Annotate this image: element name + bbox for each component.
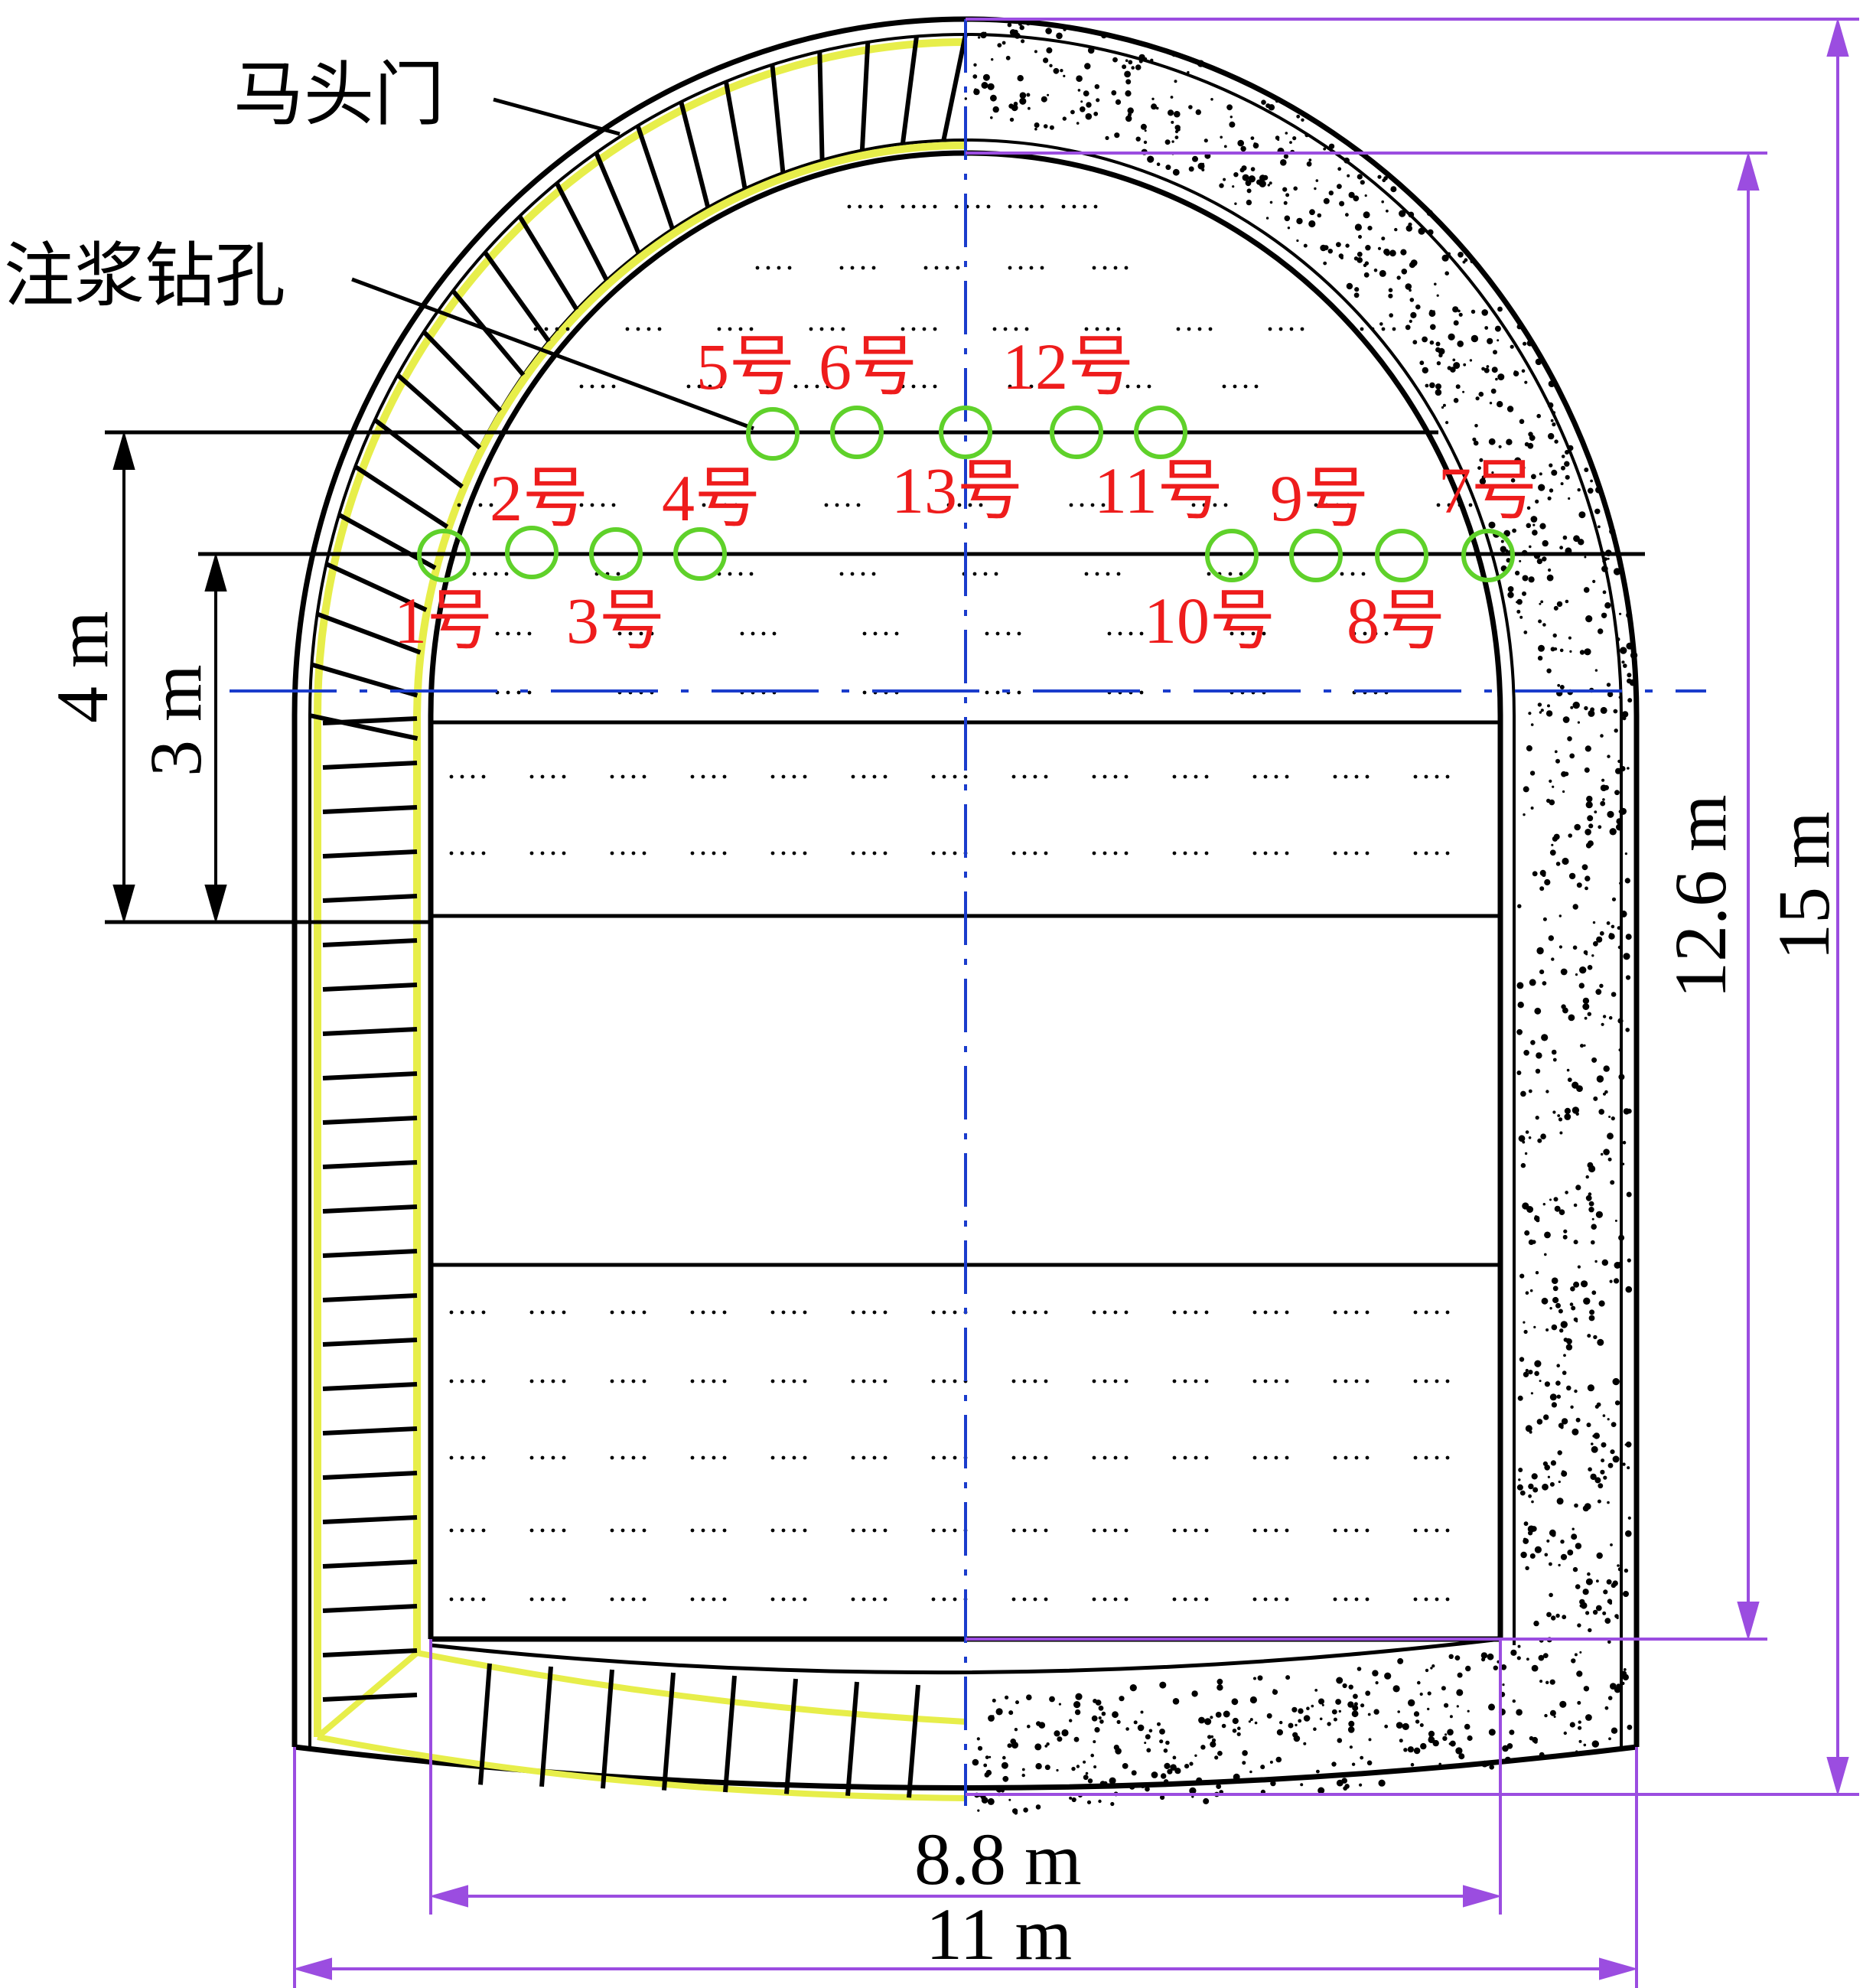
grouting-hole-2	[505, 526, 559, 579]
outer-width-label: 11 m	[926, 1893, 1072, 1975]
dimension-lines	[292, 17, 1859, 1988]
inner-width-label: 8.8 m	[914, 1818, 1082, 1900]
hole-labels: 1号 2号 3号 4号 5号 6号 13号 12号 11号 10号 9号 8号 7号	[394, 330, 1537, 657]
hole-label-1: 1号	[394, 584, 493, 657]
grouting-hole-6	[830, 406, 884, 459]
hole-label-8: 8号	[1347, 584, 1445, 657]
outer-height-label: 15 m	[1763, 811, 1845, 960]
lower-row-depth-label: 3 m	[135, 664, 217, 777]
hole-label-2: 2号	[490, 461, 588, 535]
grouting-hole-9	[1289, 529, 1343, 582]
soil-dot-pattern	[449, 204, 1473, 1602]
hole-label-11: 11号	[1094, 454, 1223, 527]
hole-label-4: 4号	[662, 461, 761, 535]
hole-label-6: 6号	[819, 330, 917, 403]
grouting-hole-7	[1461, 529, 1515, 582]
concrete-lining-right	[964, 19, 1638, 1815]
grouting-holes-leader	[351, 277, 754, 431]
grouting-hole-1	[417, 529, 471, 582]
invert-concrete	[966, 1639, 1500, 1784]
hole-label-13: 13号	[891, 454, 1023, 527]
leader-lines	[351, 97, 754, 431]
grouting-hole-3	[589, 527, 643, 581]
hole-label-7: 7号	[1438, 454, 1537, 527]
hole-label-12: 12号	[1002, 330, 1134, 403]
grouting-holes-label: 注浆钻孔	[4, 235, 285, 317]
horse-head-door-label: 马头门	[233, 54, 445, 135]
grouting-hole-13	[939, 406, 992, 459]
grouting-hole-12	[1050, 406, 1103, 459]
hole-label-3: 3号	[566, 584, 665, 657]
grouting-hole-rings	[417, 406, 1515, 582]
depth-dimensions	[112, 430, 227, 924]
hole-label-9: 9号	[1270, 461, 1369, 535]
grouting-hole-8	[1375, 529, 1428, 582]
invert-top	[430, 1637, 1501, 1675]
upper-row-depth-label: 4 m	[41, 611, 123, 723]
hole-label-5: 5号	[696, 330, 795, 403]
inner-height-label: 12.6 m	[1659, 794, 1741, 999]
horse-head-door-leader	[493, 97, 620, 136]
hole-label-10: 10号	[1144, 584, 1275, 657]
grouting-hole-4	[673, 527, 727, 581]
grouting-hole-10	[1205, 529, 1259, 582]
grouting-hole-5	[746, 407, 800, 461]
center-lines	[230, 19, 1706, 1806]
grouting-hole-11	[1134, 406, 1187, 459]
